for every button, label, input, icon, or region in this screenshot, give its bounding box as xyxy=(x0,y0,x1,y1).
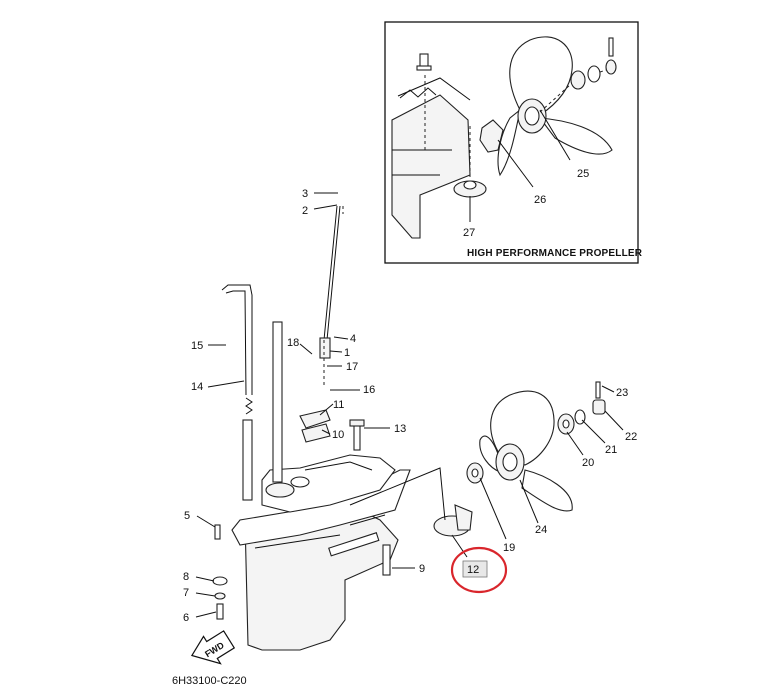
callout-22: 22 xyxy=(625,431,637,443)
callout-10: 10 xyxy=(332,429,344,441)
inset-gearcase-drawing xyxy=(391,53,471,239)
callout-7: 7 xyxy=(183,587,189,599)
callout-13: 13 xyxy=(394,423,406,435)
callout-4: 4 xyxy=(350,333,356,345)
propeller-drawing xyxy=(433,381,606,537)
callout-26: 26 xyxy=(534,194,546,206)
inset-propeller-drawing xyxy=(497,36,617,177)
fwd-arrow-icon: FWD xyxy=(190,630,236,665)
callout-23: 23 xyxy=(616,387,628,399)
callout-21: 21 xyxy=(605,444,617,456)
callout-5: 5 xyxy=(184,510,190,522)
callout-6: 6 xyxy=(183,612,189,624)
inset-panel: 25 26 27 HIGH PERFORMANCE PROPELLER xyxy=(384,21,643,264)
callout-9: 9 xyxy=(419,563,425,575)
lower-unit-drawing xyxy=(212,205,411,651)
callout-24: 24 xyxy=(535,524,547,536)
callout-18: 18 xyxy=(287,337,299,349)
callout-15: 15 xyxy=(191,340,203,352)
callout-17: 17 xyxy=(346,361,358,373)
callout-25: 25 xyxy=(577,168,589,180)
highlighted-part-12[interactable]: 12 xyxy=(450,546,508,594)
callout-27: 27 xyxy=(463,227,475,239)
diagram-code: 6H33100-C220 xyxy=(172,675,247,687)
callout-14: 14 xyxy=(191,381,203,393)
callout-11: 11 xyxy=(333,399,344,411)
callout-2: 2 xyxy=(302,205,308,217)
inset-spacer-drawing xyxy=(453,119,504,198)
inset-title: HIGH PERFORMANCE PROPELLER xyxy=(467,248,643,259)
callout-8: 8 xyxy=(183,571,189,583)
callout-16: 16 xyxy=(363,384,375,396)
callout-12: 12 xyxy=(467,564,479,576)
callout-19: 19 xyxy=(503,542,515,554)
callout-20: 20 xyxy=(582,457,594,469)
callout-leaders xyxy=(195,192,624,618)
callout-3: 3 xyxy=(302,188,308,200)
callout-1: 1 xyxy=(344,347,350,359)
